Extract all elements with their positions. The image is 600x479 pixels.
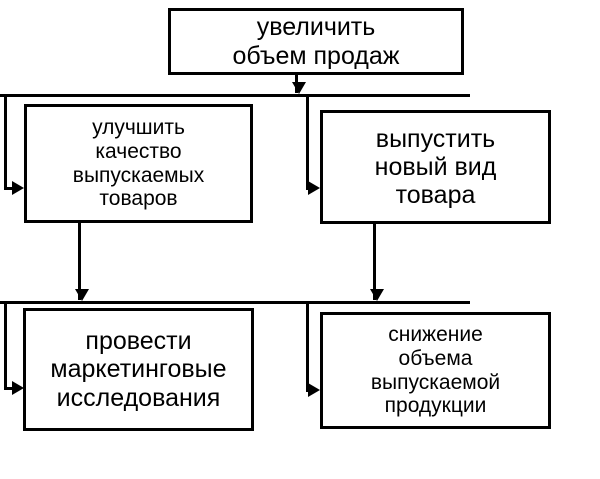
connector-bus2-to-c-arrowhead [12, 381, 24, 395]
connector-bus2-to-c-stem [4, 301, 7, 388]
node-reduce-output[interactable]: снижение объема выпускаемой продукции [320, 312, 551, 429]
connector-bus1-to-a-arrowhead [12, 181, 24, 195]
connector-bus1-to-b-stem [306, 94, 309, 188]
connector-bus1-to-b-arrowhead [308, 181, 320, 195]
connector-bus1-to-a-run [4, 187, 16, 190]
node-new-product[interactable]: выпустить новый вид товара [320, 110, 551, 224]
connector-bus2-to-c-run [4, 387, 16, 390]
connector-b-to-bus2-stem [373, 224, 376, 300]
node-root[interactable]: увеличить объем продаж [168, 8, 464, 75]
connector-a-to-bus2-stem [78, 222, 81, 300]
connector-root-to-bus1-arrowhead [292, 82, 306, 94]
connector-b-to-bus2-arrowhead [370, 289, 384, 301]
connector-bus2-to-d-stem [306, 301, 309, 390]
connector-bus1-to-a-stem [4, 94, 7, 188]
node-marketing-research[interactable]: провести маркетинговые исследования [23, 308, 254, 431]
connector-bus-1 [0, 94, 470, 97]
connector-bus2-to-d-arrowhead [308, 383, 320, 397]
connector-bus-2 [0, 301, 470, 304]
connector-a-to-bus2-arrowhead [75, 289, 89, 301]
node-improve-quality[interactable]: улучшить качество выпускаемых товаров [24, 104, 253, 223]
